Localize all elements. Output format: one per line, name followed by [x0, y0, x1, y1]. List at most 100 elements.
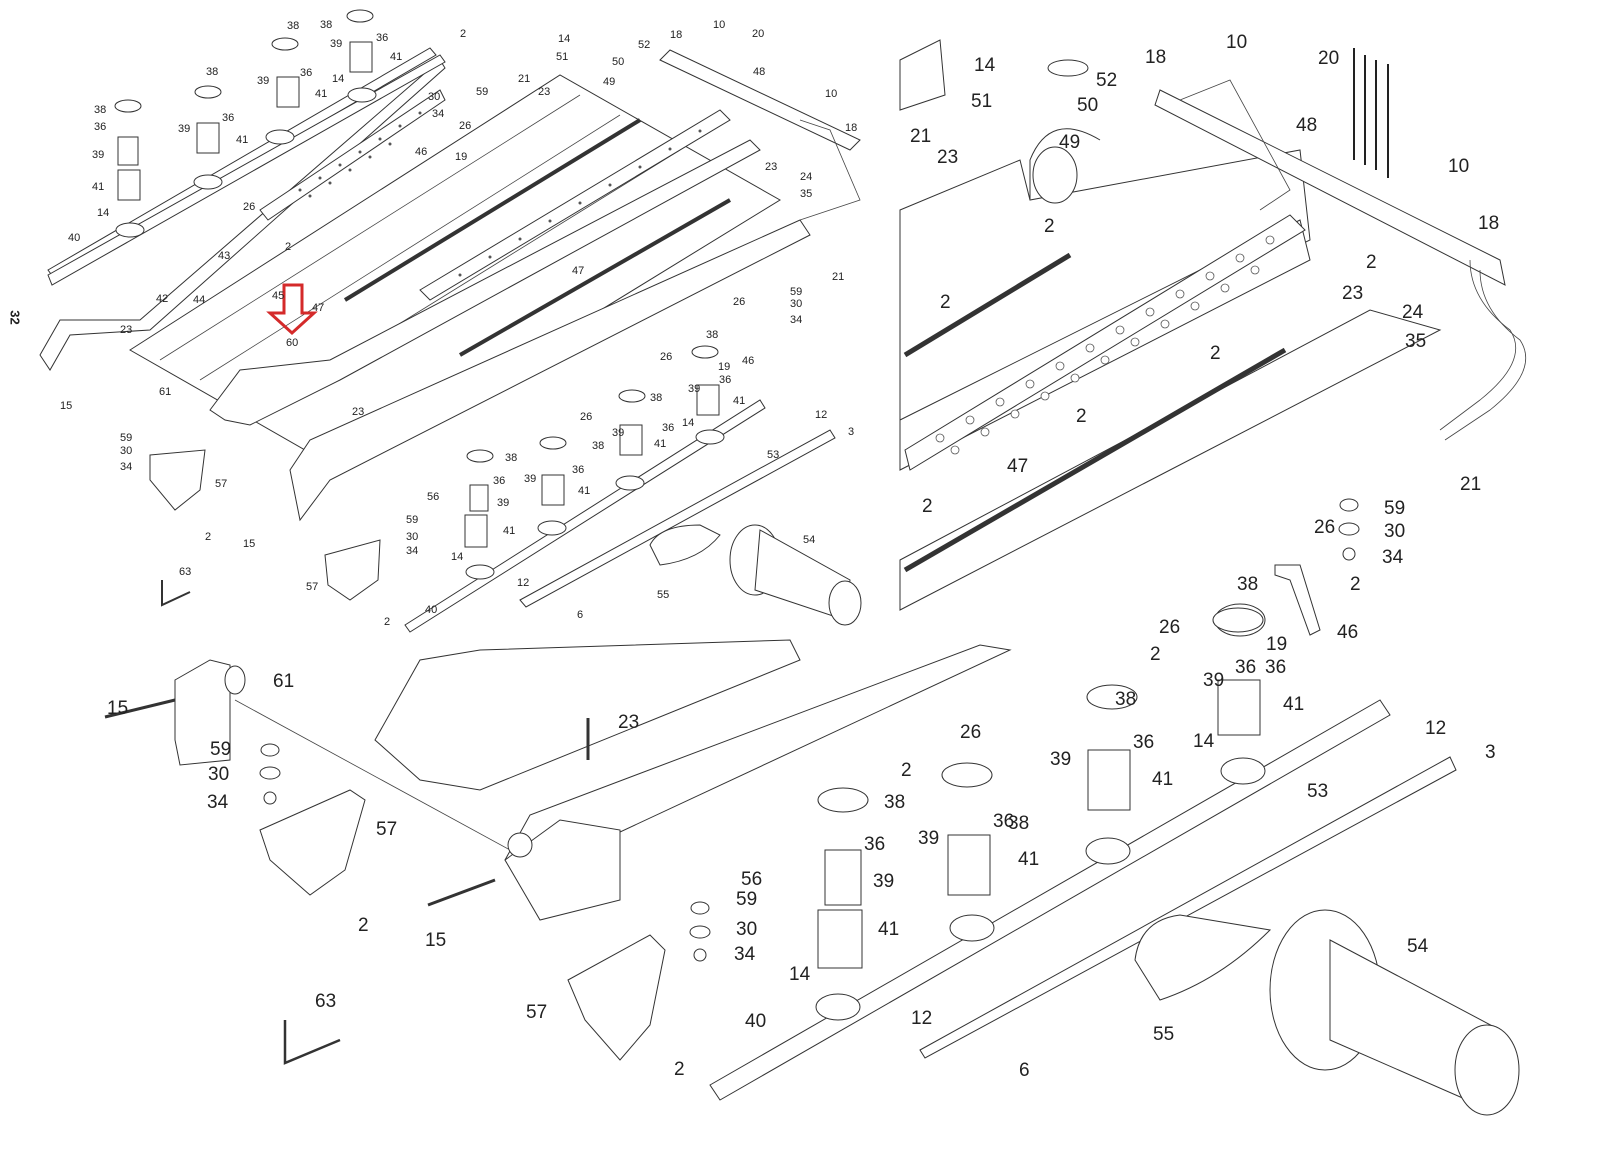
callout: 55 [657, 589, 669, 601]
callout: 44 [193, 294, 205, 306]
callout: 30 [120, 445, 132, 457]
spring-assembly-1 [817, 787, 869, 969]
callout: 59 [210, 739, 231, 760]
callout: 36 [1133, 732, 1154, 753]
callout: 63 [315, 991, 336, 1012]
callout: 2 [1150, 644, 1161, 665]
callout: 30 [736, 919, 757, 940]
callout: 26 [243, 201, 255, 213]
callout: 36 [222, 112, 234, 124]
callout: 36 [94, 121, 106, 133]
spring-stack-4 [346, 9, 374, 73]
callout: 36 [864, 834, 885, 855]
callout: 21 [910, 126, 931, 147]
callout: 59 [476, 86, 488, 98]
callout: 34 [734, 944, 756, 965]
callout: 39 [497, 497, 509, 509]
callout: 23 [937, 147, 958, 168]
callout: 23 [765, 161, 777, 173]
motor-pulley-49 [1032, 146, 1078, 204]
callout: 2 [460, 28, 466, 40]
callout: 46 [415, 146, 427, 158]
callout: 41 [1283, 694, 1304, 715]
callout: 10 [713, 19, 725, 31]
axle-53 [919, 756, 1457, 1059]
callout: 2 [1076, 406, 1087, 427]
belt-55 [649, 524, 721, 566]
callout: 40 [745, 1011, 766, 1032]
callout: 41 [92, 181, 104, 193]
callout: 49 [603, 76, 615, 88]
callout: 2 [901, 760, 912, 781]
callout: 38 [592, 440, 604, 452]
callout: 61 [159, 386, 171, 398]
callout: 26 [1159, 617, 1180, 638]
callout: 56 [741, 869, 762, 890]
callout: 39 [688, 383, 700, 395]
overview-callouts: 38 36 39 41 14 40 38 36 39 41 38 36 39 4… [60, 19, 857, 628]
callout: 57 [526, 1002, 547, 1023]
callout: 12 [517, 577, 529, 589]
callout: 40 [68, 232, 80, 244]
detail-front-callouts: 14 18 10 20 52 51 50 48 21 23 49 10 18 2… [910, 32, 1499, 678]
callout: 18 [1478, 213, 1499, 234]
callout: 46 [742, 355, 754, 367]
callout: 43 [218, 250, 230, 262]
detail-rear-callouts: 61 15 23 59 30 34 57 2 15 56 63 57 2 26 … [107, 657, 1496, 1081]
callout: 36 [300, 67, 312, 79]
callout: 59 [120, 432, 132, 444]
callout: 12 [911, 1008, 932, 1029]
rear-bracket [174, 659, 231, 766]
callout: 38 [1115, 689, 1136, 710]
callout: 23 [1342, 283, 1363, 304]
callout: 51 [556, 51, 568, 63]
rear-roller-bearing [507, 832, 533, 858]
spring-assembly-4 [1212, 607, 1264, 736]
callout: 48 [1296, 115, 1317, 136]
callout: 39 [257, 75, 269, 87]
bolt-15-left [104, 698, 176, 719]
callout: 39 [1203, 670, 1224, 691]
callout: 38 [320, 19, 332, 31]
callout: 34 [207, 792, 229, 813]
callout: 61 [273, 671, 294, 692]
callout: 24 [800, 171, 812, 183]
highlight-arrow [266, 283, 318, 336]
callout: 34 [790, 314, 802, 326]
callout: 30 [790, 298, 802, 310]
callout: 38 [94, 104, 106, 116]
callout: 6 [577, 609, 583, 621]
callout: 36 [993, 811, 1014, 832]
callout: 39 [612, 427, 624, 439]
callout: 35 [1405, 331, 1426, 352]
callout: 2 [1350, 574, 1361, 595]
track-47-upper [343, 118, 642, 302]
callout: 59 [790, 286, 802, 298]
callout: 15 [425, 930, 446, 951]
callout: 36 [1265, 657, 1286, 678]
callout: 2 [384, 616, 390, 628]
callout: 36 [719, 374, 731, 386]
callout: 54 [803, 534, 815, 546]
callout: 38 [706, 329, 718, 341]
callout: 41 [1152, 769, 1173, 790]
detail-rear-section: 61 15 23 59 30 34 57 2 15 56 63 57 2 26 … [104, 607, 1520, 1116]
end-cap-57-right [567, 934, 666, 1061]
callout: 60 [286, 337, 298, 349]
callout: 47 [572, 265, 584, 277]
callout: 2 [205, 531, 211, 543]
callout: 19 [455, 151, 467, 163]
callout: 10 [825, 88, 837, 100]
callout: 41 [733, 395, 745, 407]
callout: 40 [425, 604, 437, 616]
callout: 10 [1226, 32, 1247, 53]
allen-wrench-63 [161, 580, 191, 607]
callout: 34 [432, 108, 444, 120]
callout: 39 [524, 473, 536, 485]
callout: 48 [753, 66, 765, 78]
callout: 38 [1008, 813, 1029, 834]
callout: 2 [285, 241, 291, 253]
callout: 2 [674, 1059, 685, 1080]
hardware-59-30-34 [1338, 498, 1360, 561]
